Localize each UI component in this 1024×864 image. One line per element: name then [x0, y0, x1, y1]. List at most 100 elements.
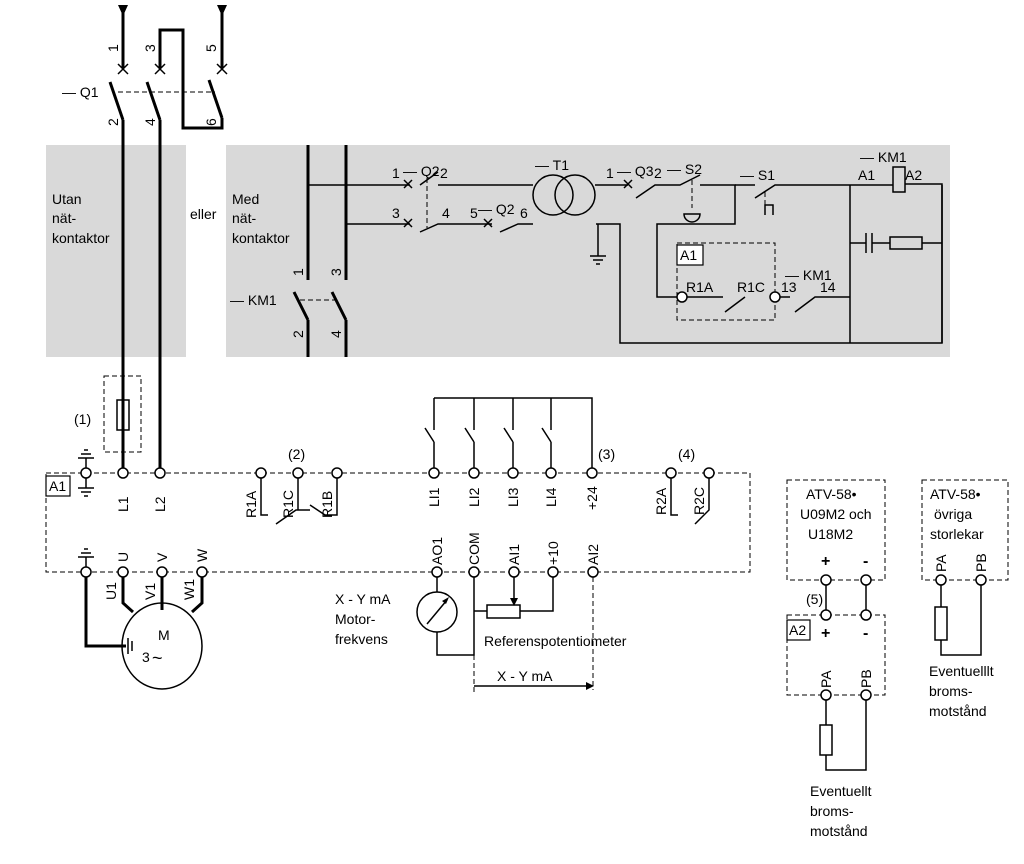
left-panel-text: kontaktor — [52, 230, 110, 246]
q2-label: — Q2 — [403, 163, 440, 179]
panel-with-contactor — [226, 145, 950, 357]
km1-coil-label: — KM1 — [860, 149, 907, 165]
brake2-caption: broms- — [929, 683, 973, 699]
brake2-title: storlekar — [930, 526, 984, 542]
q1-terminal-5: 5 — [203, 44, 219, 52]
bottom-terminals — [80, 566, 599, 578]
brake1-caption: motstånd — [810, 823, 868, 839]
brake-option-small: ATV-58• U09M2 och U18M2 + - (5) A2 + - P… — [786, 479, 886, 839]
a1-box-label: A1 — [680, 247, 697, 263]
meter-label: X - Y mA — [335, 591, 391, 607]
a2-label: A2 — [789, 622, 806, 638]
terminal-label: V — [154, 552, 170, 562]
terminal-label: R1B — [319, 491, 335, 518]
km1-terminal: 2 — [290, 330, 306, 338]
contactor-circuit: Med nät- kontaktor — KM1 1 3 2 4 1 — Q2 … — [230, 145, 943, 357]
terminal-label: R1A — [243, 490, 259, 518]
right-panel-text: kontaktor — [232, 230, 290, 246]
note-2: (2) — [288, 446, 305, 462]
terminal-label: R2C — [691, 487, 707, 515]
terminal-label: LI3 — [505, 487, 521, 507]
km1-terminal: 1 — [290, 268, 306, 276]
motor-phase: 3 — [142, 649, 150, 665]
terminal-label: +24 — [584, 486, 600, 510]
s2-label: — S2 — [667, 161, 702, 177]
note-3: (3) — [598, 446, 615, 462]
km1-label: — KM1 — [230, 292, 277, 308]
transformer-primary — [532, 174, 574, 216]
brake1-title: ATV-58• — [806, 486, 857, 502]
brake1-title: U09M2 och — [800, 506, 872, 522]
or-label: eller — [190, 206, 217, 222]
terminal-label: W — [194, 548, 210, 562]
km1-terminal: 3 — [328, 268, 344, 276]
motor-wire-label: V1 — [142, 583, 158, 600]
meter-icon — [416, 591, 458, 633]
note-1: (1) — [74, 411, 91, 427]
drive-a1-box — [45, 475, 71, 497]
terminal-label: COM — [466, 532, 482, 565]
pa-label: PA — [818, 670, 834, 688]
terminal-label: AO1 — [429, 537, 445, 565]
terminal-label: LI4 — [543, 487, 559, 507]
main-breaker-q1: — Q1 1 3 5 2 4 6 — [62, 5, 228, 145]
km1-coil — [892, 166, 906, 193]
brake1-title: U18M2 — [808, 526, 853, 542]
right-panel-text: nät- — [232, 210, 256, 226]
brake2-title: övriga — [934, 506, 972, 522]
coil-terminal-a1: A1 — [858, 167, 875, 183]
snubber-resistor — [889, 236, 923, 250]
brake2-caption: motstånd — [929, 703, 987, 719]
top-terminals — [80, 467, 715, 479]
meter-label: Motor- — [335, 611, 376, 627]
coil-terminal-a2: A2 — [905, 167, 922, 183]
drive-a1: A1 (1) (2) (3) (4) L1 L2 R1A R1C R1B LI1… — [45, 375, 751, 578]
q3-terminal: 1 — [606, 165, 614, 181]
q1-terminal-4: 4 — [142, 118, 158, 126]
terminal-label: AI1 — [506, 544, 522, 565]
fuse-box — [103, 375, 142, 453]
q1-terminal-3: 3 — [142, 44, 158, 52]
km1-aux-label: — KM1 — [785, 267, 832, 283]
q3-label: — Q3 — [617, 163, 654, 179]
right-panel-text: Med — [232, 191, 259, 207]
motor: M 3 ~ U1 V1 W1 — [84, 577, 204, 690]
brake-option-other: ATV-58• övriga storlekar PA PB Eventuell… — [921, 479, 1009, 719]
terminal-label: LI2 — [466, 487, 482, 507]
r1c-label: R1C — [737, 279, 765, 295]
q2-terminal: 3 — [392, 205, 400, 221]
note-4: (4) — [678, 446, 695, 462]
brake1-caption: broms- — [810, 803, 854, 819]
km1-terminal: 4 — [328, 330, 344, 338]
panel-without-contactor — [46, 145, 186, 357]
terminal-label: L2 — [152, 496, 168, 512]
km1-terminal-13: 13 — [781, 279, 797, 295]
note-5: (5) — [806, 591, 823, 607]
analog-io: X - Y mA Motor- frekvens Referenspotenti… — [335, 577, 627, 692]
q2-terminal: 2 — [440, 165, 448, 181]
a1-box — [676, 244, 704, 266]
q2-terminal: 6 — [520, 205, 528, 221]
fuse — [116, 399, 130, 431]
minus-label: - — [863, 553, 868, 570]
motor-wire-label: U1 — [103, 582, 119, 600]
plus-label: + — [821, 625, 830, 642]
brake-resistor — [934, 606, 948, 641]
terminal-label: R1C — [280, 490, 296, 518]
meter-label: frekvens — [335, 631, 388, 647]
pa-label: PA — [933, 554, 949, 572]
s1-label: — S1 — [740, 167, 775, 183]
brake1-caption: Eventuellt — [810, 783, 872, 799]
motor-m: M — [158, 627, 170, 643]
terminal-label: L1 — [115, 496, 131, 512]
motor-wire-label: W1 — [181, 579, 197, 600]
potentiometer — [486, 604, 521, 619]
brake2-title: ATV-58• — [930, 486, 981, 502]
terminal-label: R2A — [653, 487, 669, 515]
q1-label: — Q1 — [62, 84, 99, 100]
relay-box — [676, 242, 776, 321]
q1-terminal-1: 1 — [105, 44, 121, 52]
terminal-label: +10 — [545, 541, 561, 565]
q2-terminal: 4 — [442, 205, 450, 221]
